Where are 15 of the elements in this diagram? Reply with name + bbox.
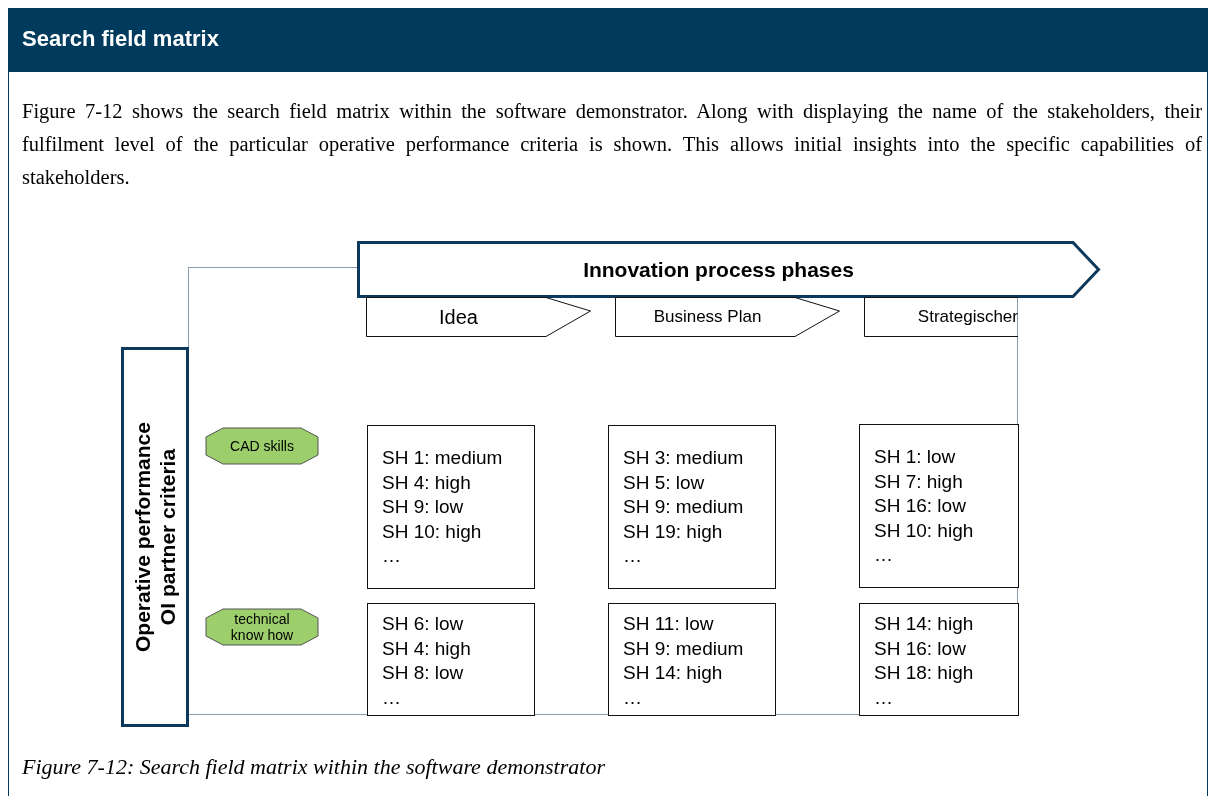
matrix-cell: SH 1: medium SH 4: high SH 9: low SH 10: high …: [367, 425, 535, 589]
phase-tab: Idea: [366, 297, 591, 337]
matrix-cell: SH 1: low SH 7: high SH 16: low SH 10: high …: [859, 424, 1019, 588]
criteria-hexagon: technical know how: [205, 608, 319, 646]
matrix-cell: SH 11: low SH 9: medium SH 14: high …: [608, 603, 776, 716]
matrix-cell: SH 14: high SH 16: low SH 18: high …: [859, 603, 1019, 716]
body-paragraph: Figure 7-12 shows the search field matrix within the software demonstrator. Along with displaying the name of the stakeholders, their fulfilment level of the particular operative performance criteria is shown. This allows initial insights into the specific capabilities of stakeholders.: [22, 99, 1202, 190]
criteria-hexagon: CAD skills: [205, 427, 319, 465]
matrix-cell: SH 6: low SH 4: high SH 8: low …: [367, 603, 535, 716]
panel-title: Search field matrix: [8, 8, 1208, 72]
matrix-cell: SH 3: medium SH 5: low SH 9: medium SH 19: high …: [608, 425, 776, 589]
axis-label-bar: Operative performance OI partner criteria: [121, 347, 189, 727]
figure-caption: Figure 7-12: Search field matrix within the software demonstrator: [22, 754, 605, 780]
phase-tab: Strategischer: [864, 297, 1018, 337]
phase-tab: Business Plan: [615, 297, 840, 337]
